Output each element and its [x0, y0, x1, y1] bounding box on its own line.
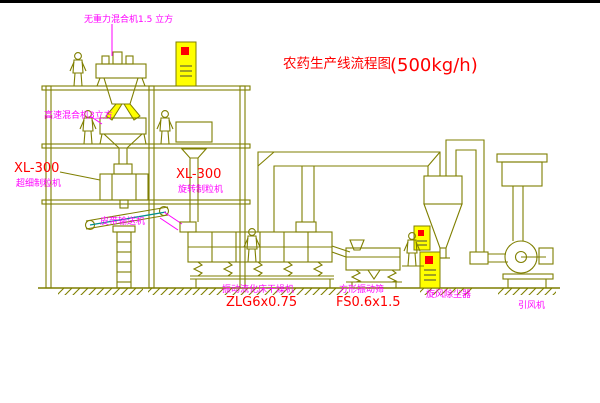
drawing-border-top	[0, 0, 600, 3]
label-dryer-model: ZLG6x0.75	[226, 295, 297, 310]
feed-chute	[159, 211, 183, 231]
page-title-capacity: (500kg/h)	[390, 55, 478, 76]
page-title: 农药生产线流程图	[283, 56, 391, 72]
label-granulator-left-model: XL-300	[14, 161, 59, 176]
label-sieve-name: 方形振动筛	[339, 283, 384, 295]
worker-figure-1	[69, 52, 87, 87]
label-granulator-left-name: 超细制粒机	[16, 177, 61, 189]
induced-draft-fan	[502, 240, 554, 288]
label-fan: 引风机	[518, 299, 545, 311]
label-granulator-mid-name: 旋转制粒机	[178, 183, 223, 195]
label-granulator-mid-model: XL-300	[176, 167, 221, 182]
label-sieve-model: FS0.6x1.5	[336, 295, 401, 310]
ground-hatch	[38, 287, 560, 295]
worker-figure-3	[156, 110, 174, 145]
label-gravity-mixer: 无重力混合机1.5 立方	[84, 13, 173, 25]
rotary-granulator	[175, 121, 213, 222]
clean-air-duct	[445, 139, 508, 265]
label-dryer-name: 振动流化床干燥机	[222, 283, 294, 295]
label-cyclone: 旋风除尘器	[426, 288, 471, 300]
leader-mixer2	[89, 115, 103, 125]
control-cabinet-b	[419, 251, 441, 289]
exhaust-stack	[496, 153, 548, 241]
label-conveyor: 皮带输送机	[100, 215, 145, 227]
gravity-mixer	[95, 51, 147, 121]
worker-figure-4	[243, 228, 261, 263]
exhaust-duct	[257, 151, 441, 232]
sieve-feed-chute	[331, 245, 351, 258]
control-cabinet-a	[413, 225, 431, 251]
control-cabinet-top	[175, 41, 197, 87]
high-speed-mixer	[99, 117, 147, 164]
bucket-elevator	[112, 225, 136, 289]
vibrating-sieve	[345, 239, 402, 288]
granulator-left	[99, 163, 149, 209]
leader-granulator-left	[59, 171, 101, 181]
belt-conveyor	[84, 205, 170, 231]
label-high-speed-mixer: 高速混合机3立方	[44, 109, 113, 121]
fluid-bed-dryer	[179, 221, 334, 288]
